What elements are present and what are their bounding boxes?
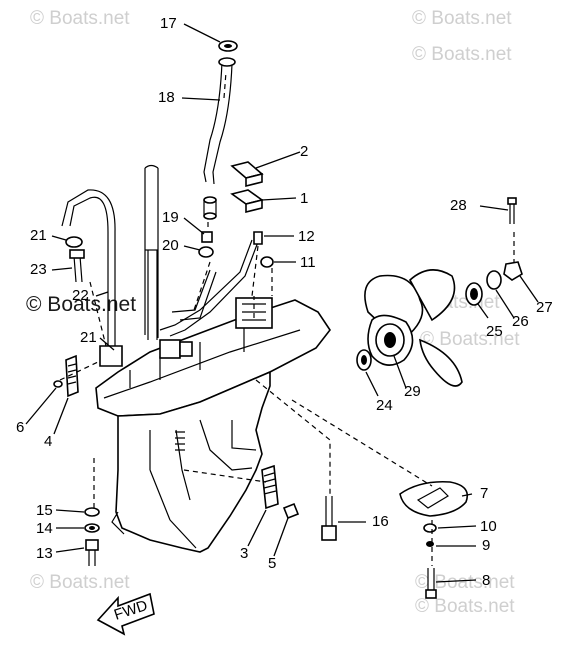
callout-8: 8 bbox=[482, 572, 490, 589]
screw-6 bbox=[53, 380, 63, 388]
callout-2: 2 bbox=[300, 143, 308, 160]
nut-27 bbox=[503, 261, 523, 281]
spacer-24 bbox=[356, 349, 372, 371]
callout-6: 6 bbox=[16, 419, 24, 436]
callout-21-top: 21 bbox=[30, 227, 47, 244]
bolt-23 bbox=[69, 249, 85, 283]
watermark: © Boats.net bbox=[415, 596, 515, 617]
propeller-29 bbox=[364, 269, 463, 387]
callout-27: 27 bbox=[536, 299, 553, 316]
callout-19: 19 bbox=[162, 209, 179, 226]
watermark: © Boats.net bbox=[30, 8, 130, 29]
callout-21-bottom: 21 bbox=[80, 329, 97, 346]
callout-24: 24 bbox=[376, 397, 393, 414]
washer-10 bbox=[423, 523, 437, 533]
grommet-17 bbox=[218, 40, 238, 52]
forward-arrow: FWD bbox=[96, 592, 155, 636]
nut-11 bbox=[260, 256, 274, 268]
anode-4 bbox=[65, 354, 79, 398]
callout-28: 28 bbox=[450, 197, 467, 214]
callout-3: 3 bbox=[240, 545, 248, 562]
callout-22: 22 bbox=[72, 287, 89, 304]
callouts: 17 18 2 1 19 20 12 11 21 23 22 21 6 4 3 … bbox=[16, 15, 553, 589]
callout-9: 9 bbox=[482, 537, 490, 554]
trim-tab-7 bbox=[399, 480, 469, 517]
water-tube bbox=[61, 189, 123, 367]
bolt-8 bbox=[425, 568, 437, 599]
pin-12 bbox=[253, 231, 263, 245]
tube-18 bbox=[203, 57, 236, 220]
callout-20: 20 bbox=[162, 237, 179, 254]
callout-16: 16 bbox=[372, 513, 389, 530]
watermark: © Boats.net bbox=[415, 572, 515, 593]
seal-1 bbox=[230, 189, 264, 214]
callout-17: 17 bbox=[160, 15, 177, 32]
lower-unit-housing bbox=[95, 299, 331, 553]
bolt-13 bbox=[85, 539, 99, 566]
callout-26: 26 bbox=[512, 313, 529, 330]
grommet-20 bbox=[198, 246, 214, 258]
cotter-pin-28 bbox=[507, 197, 517, 224]
seal-2 bbox=[230, 161, 264, 188]
watermark: © Boats.net bbox=[412, 8, 512, 29]
callout-13: 13 bbox=[36, 545, 53, 562]
washer-9 bbox=[426, 541, 434, 547]
callout-18: 18 bbox=[158, 89, 175, 106]
leader-lines bbox=[25, 23, 539, 583]
callout-29: 29 bbox=[404, 383, 421, 400]
watermark-center: © Boats.net bbox=[26, 293, 136, 316]
watermark: © Boats.net bbox=[420, 329, 520, 350]
washer-14 bbox=[84, 523, 100, 533]
alignment-lines bbox=[59, 71, 515, 566]
callout-12: 12 bbox=[298, 228, 315, 245]
callout-10: 10 bbox=[480, 518, 497, 535]
anode-3 bbox=[261, 464, 279, 510]
watermark: © Boats.net bbox=[30, 572, 130, 593]
callout-15: 15 bbox=[36, 502, 53, 519]
washer-15 bbox=[84, 507, 100, 517]
callout-11: 11 bbox=[300, 254, 316, 271]
washer-26 bbox=[486, 270, 502, 290]
bolt-16 bbox=[321, 496, 337, 541]
screw-5 bbox=[282, 502, 300, 520]
callout-1: 1 bbox=[300, 190, 308, 207]
callout-23: 23 bbox=[30, 261, 47, 278]
bolt-19 bbox=[201, 231, 213, 243]
callout-4: 4 bbox=[44, 433, 52, 450]
watermark: © Boats.net bbox=[412, 44, 512, 65]
washer-25 bbox=[465, 282, 483, 306]
callout-14: 14 bbox=[36, 520, 53, 537]
callout-5: 5 bbox=[268, 555, 276, 572]
callout-7: 7 bbox=[480, 485, 488, 502]
callout-25: 25 bbox=[486, 323, 503, 340]
